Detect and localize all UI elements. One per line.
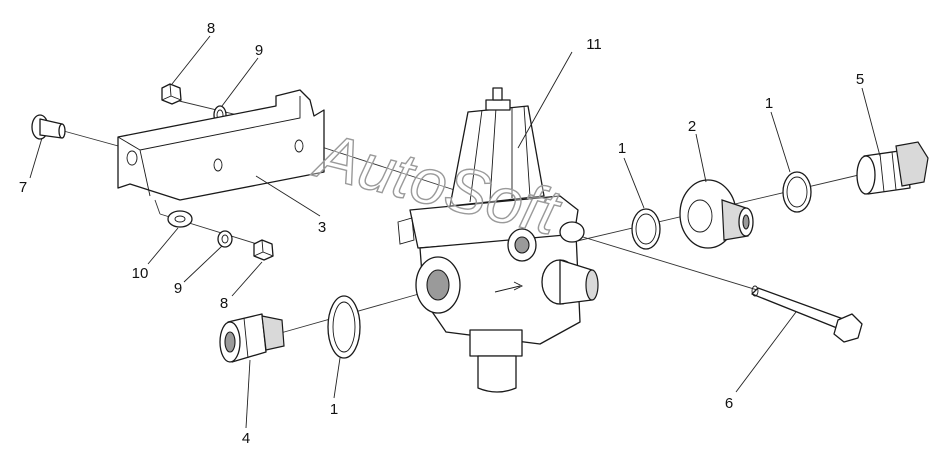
- leader-lines: [29, 35, 881, 429]
- bracket-part-3: [117, 89, 325, 201]
- callout-4: 4: [242, 430, 250, 447]
- valve-body-part-11: [397, 87, 599, 393]
- ring-part-1-right: [782, 171, 812, 213]
- washer-part-10: [167, 210, 193, 228]
- ring-part-1-bottom: [327, 295, 361, 359]
- callout-3: 3: [318, 219, 326, 236]
- bolt-part-7: [31, 114, 66, 140]
- washer-part-9-bottom: [217, 230, 233, 248]
- banjo-part-2: [679, 179, 754, 249]
- nut-part-8-top: [161, 83, 182, 105]
- nut-part-8-bottom: [253, 239, 274, 261]
- callout-2: 2: [688, 118, 696, 135]
- banjo-bolt-part-5: [856, 141, 929, 195]
- callout-11: 11: [586, 36, 602, 53]
- callout-labels: 8 9 7 3 10 9 8 4 1 11 1 2 1 5 6: [19, 20, 864, 447]
- callout-9-top: 9: [255, 42, 263, 59]
- ring-part-1-left: [631, 208, 661, 250]
- callout-8-top: 8: [207, 20, 215, 37]
- callout-9-bottom: 9: [174, 280, 182, 297]
- callout-1-left: 1: [618, 140, 626, 157]
- callout-10: 10: [132, 265, 149, 282]
- callout-8-bottom: 8: [220, 295, 228, 312]
- long-bolt-part-6: [751, 285, 863, 343]
- callout-7: 7: [19, 179, 27, 196]
- callout-6: 6: [725, 395, 733, 412]
- callout-1-bottom: 1: [330, 401, 338, 418]
- callout-5: 5: [856, 71, 864, 88]
- fitting-part-4: [219, 313, 285, 363]
- callout-1-right: 1: [765, 95, 773, 112]
